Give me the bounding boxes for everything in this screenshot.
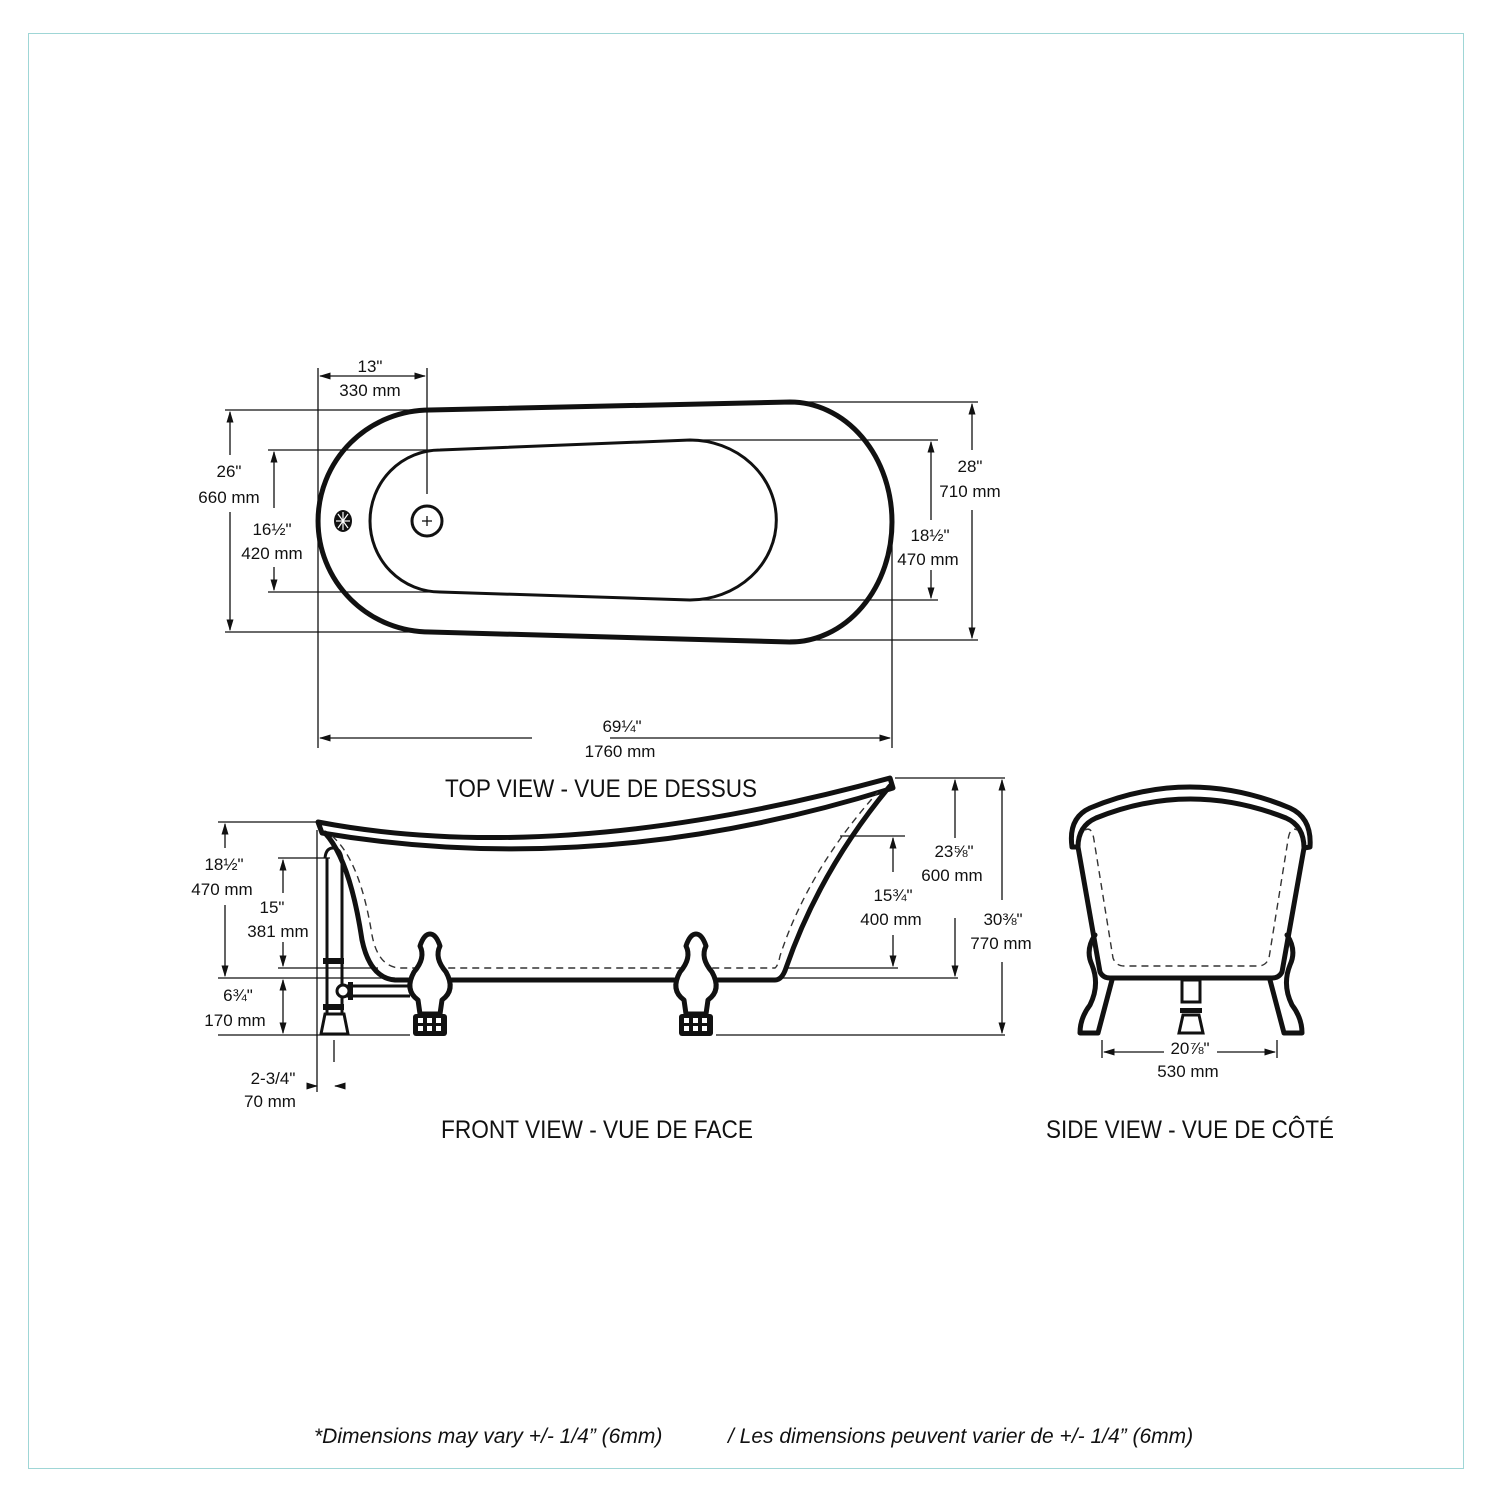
front-view: 18½" 470 mm 15" 381 mm 6¾" 170 mm 2-3/4"… (191, 775, 1032, 1144)
overall-height-mm: 770 mm (970, 934, 1031, 953)
outer-width-left-in: 26" (217, 462, 242, 481)
floor-to-bottom-in: 6¾" (223, 986, 253, 1005)
overflow-drain-icon (334, 510, 352, 532)
drain-offset-mm: 330 mm (339, 381, 400, 400)
front-view-rim (315, 775, 896, 852)
front-view-title: FRONT VIEW - VUE DE FACE (441, 1116, 753, 1144)
drain-setback-mm: 70 mm (244, 1092, 296, 1111)
drain-offset-in: 13" (358, 357, 383, 376)
overall-length-in: 69¼" (602, 717, 641, 736)
top-view-outer-rim (315, 399, 895, 645)
interior-depth-mm: 600 mm (921, 866, 982, 885)
side-view-title: SIDE VIEW - VUE DE CÔTÉ (1046, 1115, 1334, 1144)
drain-icon (410, 504, 444, 538)
footnote-french: / Les dimensions peuvent varier de +/- 1… (728, 1425, 1194, 1448)
outer-width-left-mm: 660 mm (198, 488, 259, 507)
drain-setback-in: 2-3/4" (251, 1069, 296, 1088)
side-drain-stem (1177, 978, 1205, 1035)
claw-foot-left (407, 931, 453, 1036)
outer-width-right-in: 28" (958, 457, 983, 476)
top-view: 13" 330 mm 26" 660 mm 16½" 420 mm 18½" 4… (198, 357, 1000, 803)
low-end-height-in: 18½" (204, 855, 243, 874)
interior-depth-in: 23⅝" (934, 842, 973, 861)
floor-to-bottom-mm: 170 mm (204, 1011, 265, 1030)
side-leg-right (1267, 932, 1305, 1036)
side-view-body (1075, 844, 1307, 981)
top-view-title: TOP VIEW - VUE DE DESSUS (445, 775, 757, 803)
inner-width-right-mm: 470 mm (897, 550, 958, 569)
claw-foot-right (673, 931, 719, 1036)
side-view-rim (1068, 784, 1313, 851)
side-view: 20⅞" 530 mm SIDE VIEW - VUE DE CÔTÉ (1046, 784, 1334, 1144)
water-depth-mm: 400 mm (860, 910, 921, 929)
overflow-height-mm: 381 mm (247, 922, 308, 941)
overall-height-in: 30⅜" (983, 910, 1022, 929)
side-leg-left (1077, 932, 1115, 1036)
inner-width-right-in: 18½" (910, 526, 949, 545)
inner-width-left-mm: 420 mm (241, 544, 302, 563)
overflow-height-in: 15" (260, 898, 285, 917)
water-depth-in: 15¾" (873, 886, 912, 905)
footnote-english: *Dimensions may vary +/- 1/4” (6mm) (314, 1425, 663, 1448)
top-view-inner-basin (368, 438, 778, 602)
foot-spread-in: 20⅞" (1170, 1039, 1209, 1058)
page-frame (28, 33, 1464, 1469)
outer-width-right-mm: 710 mm (939, 482, 1000, 501)
foot-spread-mm: 530 mm (1157, 1062, 1218, 1081)
overall-length-mm: 1760 mm (585, 742, 656, 761)
front-view-body (322, 783, 893, 983)
inner-width-left-in: 16½" (252, 520, 291, 539)
drain-pipe (319, 846, 410, 1036)
low-end-height-mm: 470 mm (191, 880, 252, 899)
